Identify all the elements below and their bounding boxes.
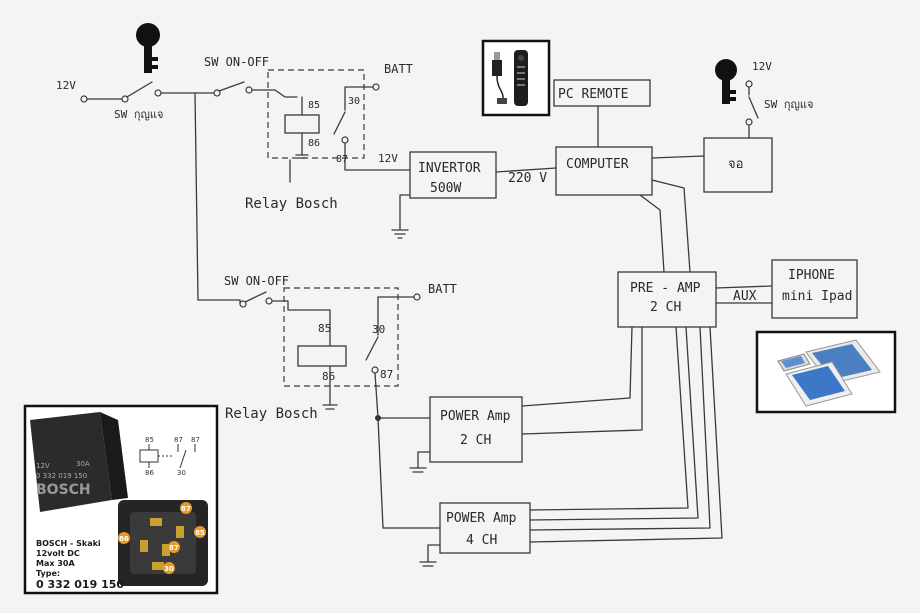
relay-photo: 12V 30A 0 332 019 150 BOSCH 87 85 86 87 …	[30, 412, 208, 591]
pin-badge: 85	[195, 529, 205, 537]
aux-label: AUX	[733, 289, 757, 304]
relay-bosch-label: Relay Bosch	[225, 406, 318, 422]
relay-pin-label: 30	[372, 323, 385, 336]
inverter-label: INVERTOR	[418, 161, 481, 176]
iphone-box	[771, 259, 858, 319]
relay-caption: 12volt DC	[36, 549, 80, 558]
computer-label: COMPUTER	[566, 157, 629, 172]
sw-key-label: SW กุญแจ	[114, 108, 163, 121]
v12-label: 12V	[378, 152, 398, 165]
preamp-channels-label: 2 CH	[650, 300, 681, 315]
batt-terminal	[372, 83, 380, 91]
power-amp-4ch-box	[439, 502, 531, 554]
power-amp-2ch-box	[429, 396, 523, 463]
key-switch-left	[80, 81, 196, 103]
relay-pin-label: 85	[318, 322, 331, 335]
power-amp-channels-label: 4 CH	[466, 533, 497, 548]
pc-remote-box	[553, 79, 651, 107]
relay-caption: Max 30A	[36, 559, 75, 568]
batt-label: BATT	[428, 282, 457, 296]
schematic-pin: 85	[145, 436, 154, 444]
batt-label: BATT	[384, 62, 413, 76]
relay-pin-label: 86	[322, 370, 335, 383]
schematic-pin: 86	[145, 469, 154, 477]
ac-voltage-label: 220 V	[508, 171, 547, 186]
v12-label: 12V	[56, 79, 76, 92]
v12-label: 12V	[752, 60, 772, 73]
pin-badge: 86	[119, 535, 129, 543]
key-icon	[715, 59, 737, 104]
pin-badge: 87	[169, 544, 179, 552]
relay-pin-label: 30	[348, 96, 360, 107]
relay-pin-label: 87	[336, 154, 348, 165]
preamp-label: PRE - AMP	[630, 281, 701, 296]
sw-onoff-label: SW ON-OFF	[224, 274, 289, 288]
relay-bosch-label: Relay Bosch	[245, 196, 338, 212]
bus-wire	[194, 92, 241, 301]
mini-ipad-label: mini Ipad	[782, 289, 852, 304]
schematic-pin: 87	[174, 436, 183, 444]
computer-box	[555, 146, 653, 196]
key-icon	[136, 23, 160, 73]
pin-badge: 30	[164, 565, 174, 573]
relay-case-text: 12V	[36, 462, 50, 470]
relay-case-text: 30A	[76, 460, 90, 468]
pin-badge: 87	[181, 505, 191, 513]
relay-case-text: 0 332 019 150	[36, 472, 87, 480]
relay-caption: Type:	[36, 569, 60, 578]
bosch-logo: BOSCH	[36, 482, 91, 498]
iphone-label: IPHONE	[788, 268, 835, 283]
sw-key-label: SW กุญแจ	[764, 98, 813, 111]
relay-2-outline	[283, 287, 399, 387]
relay-pin-label: 85	[308, 100, 320, 111]
schematic-pin: 87	[191, 436, 200, 444]
relay-part-number: 0 332 019 150	[36, 578, 124, 591]
onoff-switch-1	[194, 81, 298, 98]
power-amp-label: POWER Amp	[440, 409, 511, 424]
inverter-box	[409, 151, 497, 199]
relay-1-outline	[267, 69, 365, 159]
remote-control-icon	[514, 50, 528, 106]
monitor-label: จอ	[728, 157, 743, 172]
batt-terminal	[413, 293, 421, 301]
relay-1-coil	[284, 114, 320, 134]
sw-onoff-label: SW ON-OFF	[204, 55, 269, 69]
schematic-pin: 30	[177, 469, 186, 477]
ipad-icon	[777, 339, 881, 407]
usb-dongle-icon	[492, 52, 507, 104]
pc-remote-label: PC REMOTE	[558, 87, 628, 102]
relay-pin-label: 87	[380, 368, 393, 381]
preamp-box	[617, 271, 717, 328]
relay-pin-label: 86	[308, 138, 320, 149]
inverter-power-label: 500W	[430, 181, 461, 196]
power-amp-channels-label: 2 CH	[460, 433, 491, 448]
monitor-box	[703, 137, 773, 193]
power-amp-label: POWER Amp	[446, 511, 517, 526]
relay-caption: BOSCH - Skaki	[36, 539, 101, 548]
relay-2-coil	[297, 345, 347, 367]
